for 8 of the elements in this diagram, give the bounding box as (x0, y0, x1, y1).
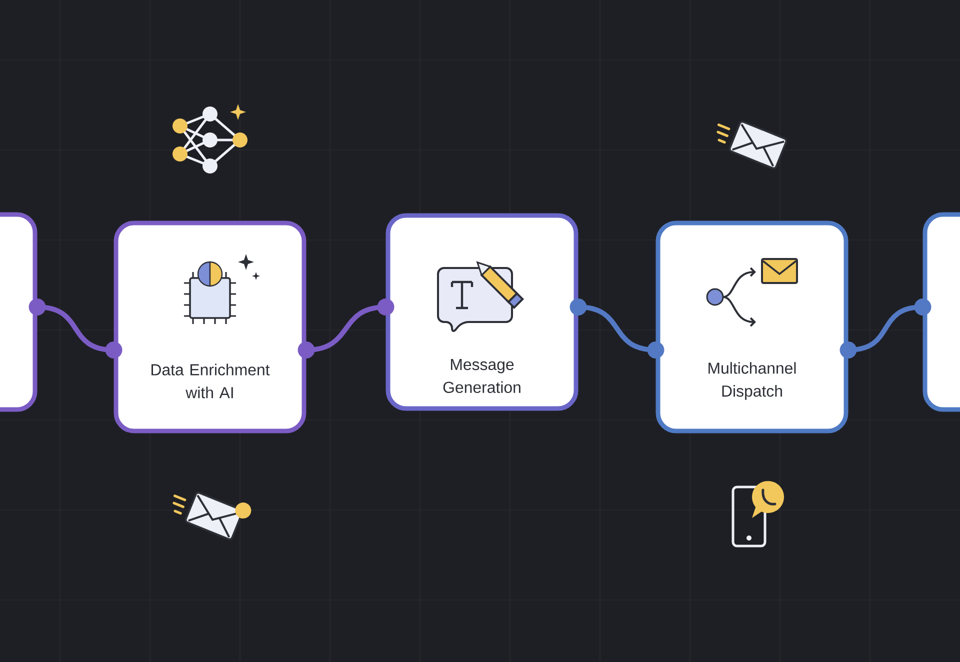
connector (28, 298, 122, 358)
process-box: Multichannel Dispatch (656, 220, 848, 434)
connector (570, 298, 664, 358)
partial-box (0, 212, 38, 412)
connector (298, 298, 394, 358)
partial-box (922, 212, 960, 412)
process-box: Data Enrichment with AI (114, 220, 306, 434)
connector (840, 298, 932, 358)
